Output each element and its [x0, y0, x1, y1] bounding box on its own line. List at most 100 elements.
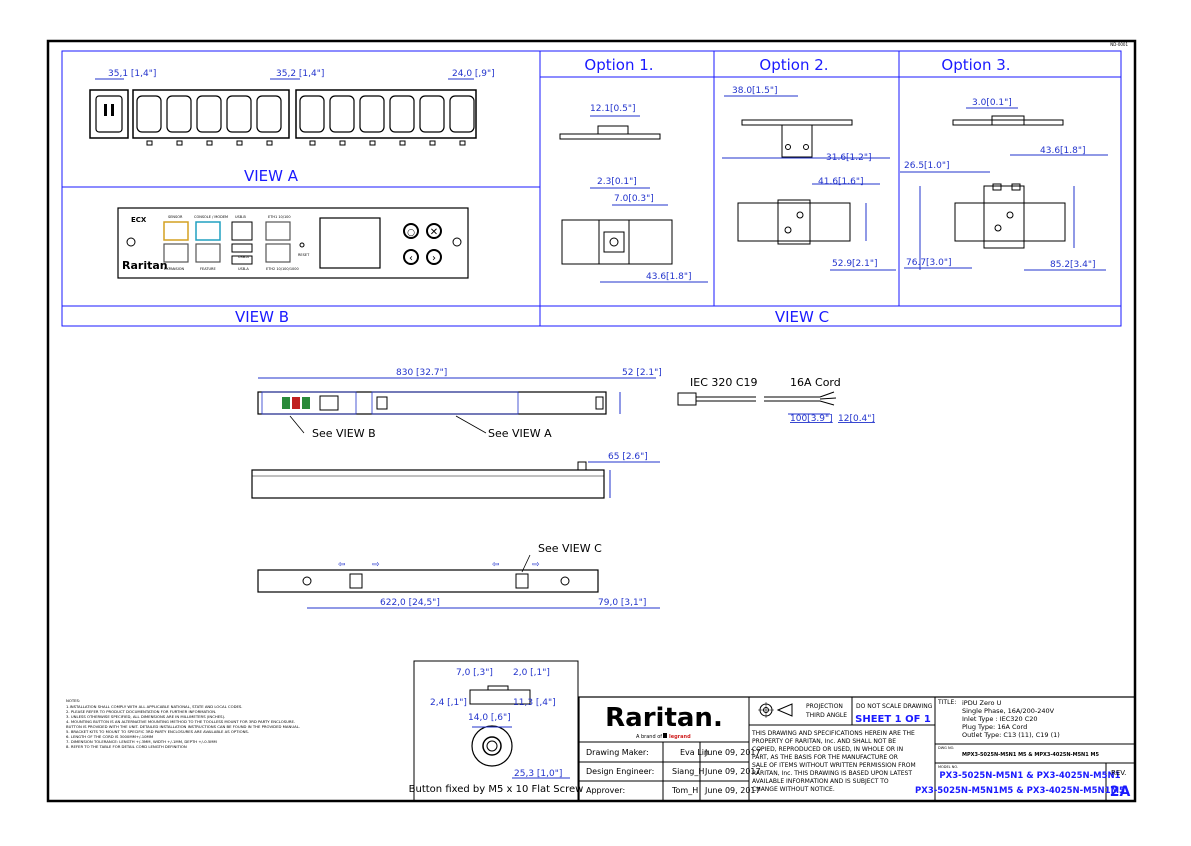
svg-text:85.2[3.4"]: 85.2[3.4"]: [1050, 260, 1096, 270]
outlet-led: [339, 140, 346, 146]
svg-text:DWG NO.: DWG NO.: [938, 746, 954, 750]
view-b-label: VIEW B: [235, 308, 289, 326]
svg-text:Single Phase, 16A/200-240V: Single Phase, 16A/200-240V: [962, 707, 1055, 715]
svg-text:COPIED, REPRODUCED OR USED, IN: COPIED, REPRODUCED OR USED, IN WHOLE OR …: [752, 746, 903, 753]
svg-text:DO NOT SCALE DRAWING: DO NOT SCALE DRAWING: [856, 703, 933, 710]
svg-text:43.6[1.8"]: 43.6[1.8"]: [1040, 146, 1086, 156]
svg-text:65 [2.6"]: 65 [2.6"]: [608, 452, 648, 462]
outlet-led: [429, 140, 436, 146]
svg-text:CHANGE WITHOUT NOTICE.: CHANGE WITHOUT NOTICE.: [752, 786, 835, 793]
svg-text:2,0 [,1"]: 2,0 [,1"]: [513, 668, 550, 678]
svg-text:35,2 [1,4"]: 35,2 [1,4"]: [276, 69, 324, 79]
svg-text:31.6[1.2"]: 31.6[1.2"]: [826, 153, 872, 163]
svg-text:24,0 [,9"]: 24,0 [,9"]: [452, 69, 495, 79]
svg-text:12[0.4"]: 12[0.4"]: [838, 414, 875, 424]
svg-text:2.3[0.1"]: 2.3[0.1"]: [597, 177, 637, 187]
svg-text:USB-A: USB-A: [238, 267, 249, 271]
svg-text:RARITAN, Inc. THIS DRAWING IS: RARITAN, Inc. THIS DRAWING IS BASED UPON…: [752, 770, 912, 777]
svg-text:THIRD ANGLE: THIRD ANGLE: [805, 712, 847, 719]
svg-text:7.0[0.3"]: 7.0[0.3"]: [614, 194, 654, 204]
svg-text:76.7[3.0"]: 76.7[3.0"]: [906, 258, 952, 268]
view-a-outlets: [89, 89, 477, 139]
svg-text:RESET: RESET: [298, 253, 310, 257]
svg-text:✕: ✕: [430, 227, 438, 238]
svg-text:AVAILABLE INFORMATION AND IS S: AVAILABLE INFORMATION AND IS SUBJECT TO: [752, 778, 889, 785]
option-1-title: Option 1.: [584, 56, 653, 74]
svg-text:2. PLEASE REFER TO PRODUCT DOC: 2. PLEASE REFER TO PRODUCT DOCUMENTATION…: [66, 709, 216, 714]
view-a-label: VIEW A: [244, 167, 299, 185]
c13-outlet: [136, 95, 162, 133]
assembly-rear-view: ⇦ ⇨ ⇦ ⇨ 622,0 [24,5"] 79,0 [3,1"]: [257, 560, 660, 609]
svg-text:SENSOR: SENSOR: [168, 215, 183, 219]
c13-outlet: [299, 95, 325, 133]
button-detail-frame: [413, 660, 579, 802]
svg-text:43.6[1.8"]: 43.6[1.8"]: [646, 272, 692, 282]
see-view-b: See VIEW B: [312, 427, 376, 440]
c13-outlet: [196, 95, 222, 133]
svg-text:26.5[1.0"]: 26.5[1.0"]: [904, 161, 950, 171]
svg-text:BUTTON IS PROVIDED WITH THE UN: BUTTON IS PROVIDED WITH THE UNIT. DETAIL…: [66, 724, 300, 729]
tagline: A brand of: [636, 734, 662, 740]
outlet-led: [309, 140, 316, 146]
svg-text:830 [32.7"]: 830 [32.7"]: [396, 368, 447, 378]
svg-text:MPX3-5025N-M5N1 M5 & MPX3-4025: MPX3-5025N-M5N1 M5 & MPX3-4025N-M5N1 M5: [962, 752, 1099, 758]
svg-text:4. MOUNTING BUTTON IS AN ALTER: 4. MOUNTING BUTTON IS AN ALTERNATIVE MOU…: [66, 719, 295, 724]
view-b-controller: ECX Raritan ○ ✕ ‹ › SENSOR CONSOLE / MOD…: [117, 207, 469, 279]
svg-text:3.0[0.1"]: 3.0[0.1"]: [972, 98, 1012, 108]
svg-text:‹: ‹: [409, 253, 413, 264]
svg-text:622,0 [24,5"]: 622,0 [24,5"]: [380, 598, 440, 608]
svg-text:Approver:: Approver:: [586, 786, 625, 795]
svg-text:June 09, 2017: June 09, 2017: [704, 748, 761, 757]
cord-label: 16A Cord: [790, 376, 841, 389]
svg-text:EXPANSION: EXPANSION: [164, 267, 185, 271]
button-detail-drawing: 7,0 [,3"] 2,0 [,1"] 2,4 [,1"] 11,3 [,4"]…: [430, 668, 570, 779]
svg-text:⇨: ⇨: [532, 560, 540, 570]
svg-text:ETH2 10/100/1000: ETH2 10/100/1000: [266, 267, 299, 271]
svg-text:Plug Type: 16A Cord: Plug Type: 16A Cord: [962, 723, 1027, 731]
assembly-side-view: 65 [2.6"]: [251, 452, 660, 499]
c13-outlet: [256, 95, 282, 133]
c13-outlet: [449, 95, 475, 133]
svg-text:41.6[1.6"]: 41.6[1.6"]: [818, 177, 864, 187]
view-b-brand: Raritan: [122, 259, 168, 272]
outlet-led: [369, 140, 376, 146]
outlet-led: [236, 140, 243, 146]
svg-text:Siang_H: Siang_H: [672, 767, 704, 776]
svg-text:79,0 [3,1"]: 79,0 [3,1"]: [598, 598, 646, 608]
svg-text:iPDU Zero U: iPDU Zero U: [962, 699, 1002, 707]
c13-outlet: [166, 95, 192, 133]
svg-text:FEATURE: FEATURE: [200, 267, 216, 271]
cord-drawing: 100[3.9"] 12[0.4"]: [677, 391, 875, 424]
c13-outlet: [389, 95, 415, 133]
sheet-id: ND-0001: [1110, 42, 1128, 47]
projection-symbol: [758, 702, 793, 718]
option-1-drawing: 12.1[0.5"] 2.3[0.1"] 7.0[0.3"] 43.6[1.8"…: [559, 104, 708, 283]
c13-outlet: [419, 95, 445, 133]
outlet-led: [146, 140, 153, 146]
svg-text:38.0[1.5"]: 38.0[1.5"]: [732, 86, 778, 96]
svg-text:⇦: ⇦: [492, 560, 500, 570]
svg-text:3. UNLESS OTHERWISE SPECIFIED,: 3. UNLESS OTHERWISE SPECIFIED, ALL DIMEN…: [66, 714, 225, 719]
svg-text:Eva Lin: Eva Lin: [680, 748, 709, 757]
svg-text:7. DIMENSION TOLERANCE: LENGTH: 7. DIMENSION TOLERANCE: LENGTH +/-3MM, W…: [66, 739, 217, 744]
title-lines: iPDU Zero U Single Phase, 16A/200-240V I…: [962, 699, 1060, 739]
svg-text:SALE OF ITEMS WITHOUT WRITTEN: SALE OF ITEMS WITHOUT WRITTEN PERMISSION…: [752, 762, 916, 769]
svg-text:PROPERTY OF RARITAN, Inc. AND: PROPERTY OF RARITAN, Inc. AND SHALL NOT …: [752, 738, 896, 745]
outlet-led: [459, 140, 466, 146]
option-3-drawing: 3.0[0.1"] 43.6[1.8"] 26.5[1.0"] 76.7[3.0…: [900, 98, 1108, 271]
svg-text:6. LENGTH OF THE CORD IS 3000M: 6. LENGTH OF THE CORD IS 3000MM+/-10MM: [66, 734, 153, 739]
svg-text:USB-B: USB-B: [235, 215, 246, 219]
svg-text:June 09, 2017: June 09, 2017: [704, 767, 761, 776]
sheet-number: SHEET 1 OF 1: [855, 714, 931, 725]
see-view-a: See VIEW A: [488, 427, 552, 440]
svg-text:PROJECTION: PROJECTION: [806, 703, 843, 710]
svg-text:100[3.9"]: 100[3.9"]: [790, 414, 833, 424]
svg-text:Tom_H: Tom_H: [671, 786, 698, 795]
see-view-c: See VIEW C: [538, 542, 602, 555]
revision: 2A: [1110, 784, 1131, 800]
svg-text:11,3 [,4"]: 11,3 [,4"]: [513, 698, 556, 708]
svg-text:TITLE:: TITLE:: [937, 699, 956, 706]
svg-text:35,1 [1,4"]: 35,1 [1,4"]: [108, 69, 156, 79]
svg-text:Design Engineer:: Design Engineer:: [586, 767, 654, 776]
